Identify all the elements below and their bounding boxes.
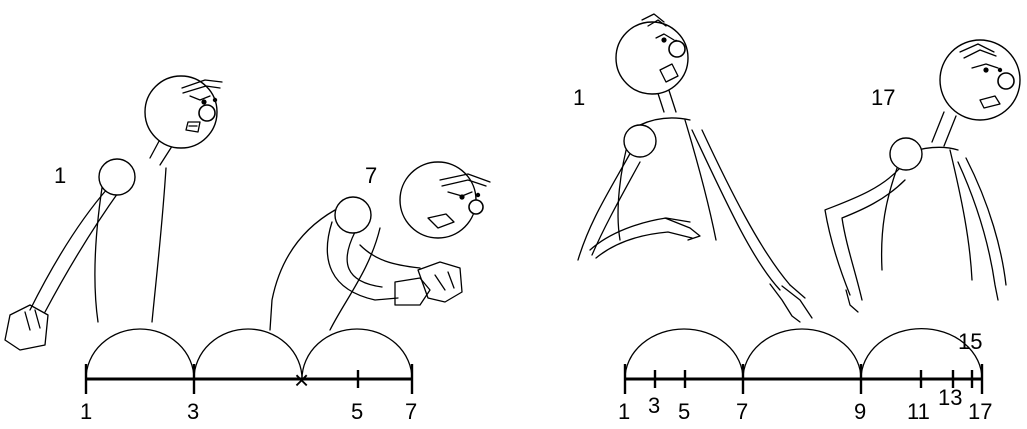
character-pose-17-right [825, 40, 1020, 312]
timeline-left-label-1: 1 [80, 399, 92, 424]
timeline-right-label-9: 9 [854, 399, 866, 424]
timeline-right: 1 3 5 7 9 11 13 15 17 [618, 329, 992, 424]
timeline-right-label-15: 15 [958, 329, 982, 354]
timeline-left: × 1 3 5 7 [80, 329, 417, 424]
timeline-right-label-7: 7 [736, 399, 748, 424]
timeline-right-label-11: 11 [907, 399, 930, 424]
timeline-right-label-5: 5 [678, 399, 690, 424]
timeline-left-cross-marker: × [294, 365, 309, 395]
timeline-right-label-17: 17 [968, 399, 992, 424]
timeline-right-arc-2 [743, 329, 861, 379]
pose-label-7-left: 7 [365, 163, 377, 188]
timeline-right-label-3: 3 [648, 393, 660, 418]
timeline-left-arc-1 [86, 329, 194, 379]
left-panel: 1 7 × 1 3 5 7 [5, 76, 490, 424]
right-panel: 1 17 1 3 5 7 9 11 13 15 17 [573, 14, 1020, 424]
pose-label-17-right: 17 [871, 85, 895, 110]
character-pose-1-left [5, 76, 222, 350]
timeline-left-arc-2 [194, 329, 302, 379]
pose-label-1-left: 1 [54, 163, 66, 188]
timeline-left-label-7: 7 [405, 399, 417, 424]
timeline-right-label-1: 1 [618, 399, 630, 424]
timeline-left-label-3: 3 [187, 399, 199, 424]
pose-label-1-right: 1 [573, 85, 585, 110]
timeline-right-label-13: 13 [938, 385, 962, 410]
character-pose-7-left [270, 162, 490, 330]
character-pose-1-right [578, 14, 812, 322]
timeline-left-label-5: 5 [351, 399, 363, 424]
